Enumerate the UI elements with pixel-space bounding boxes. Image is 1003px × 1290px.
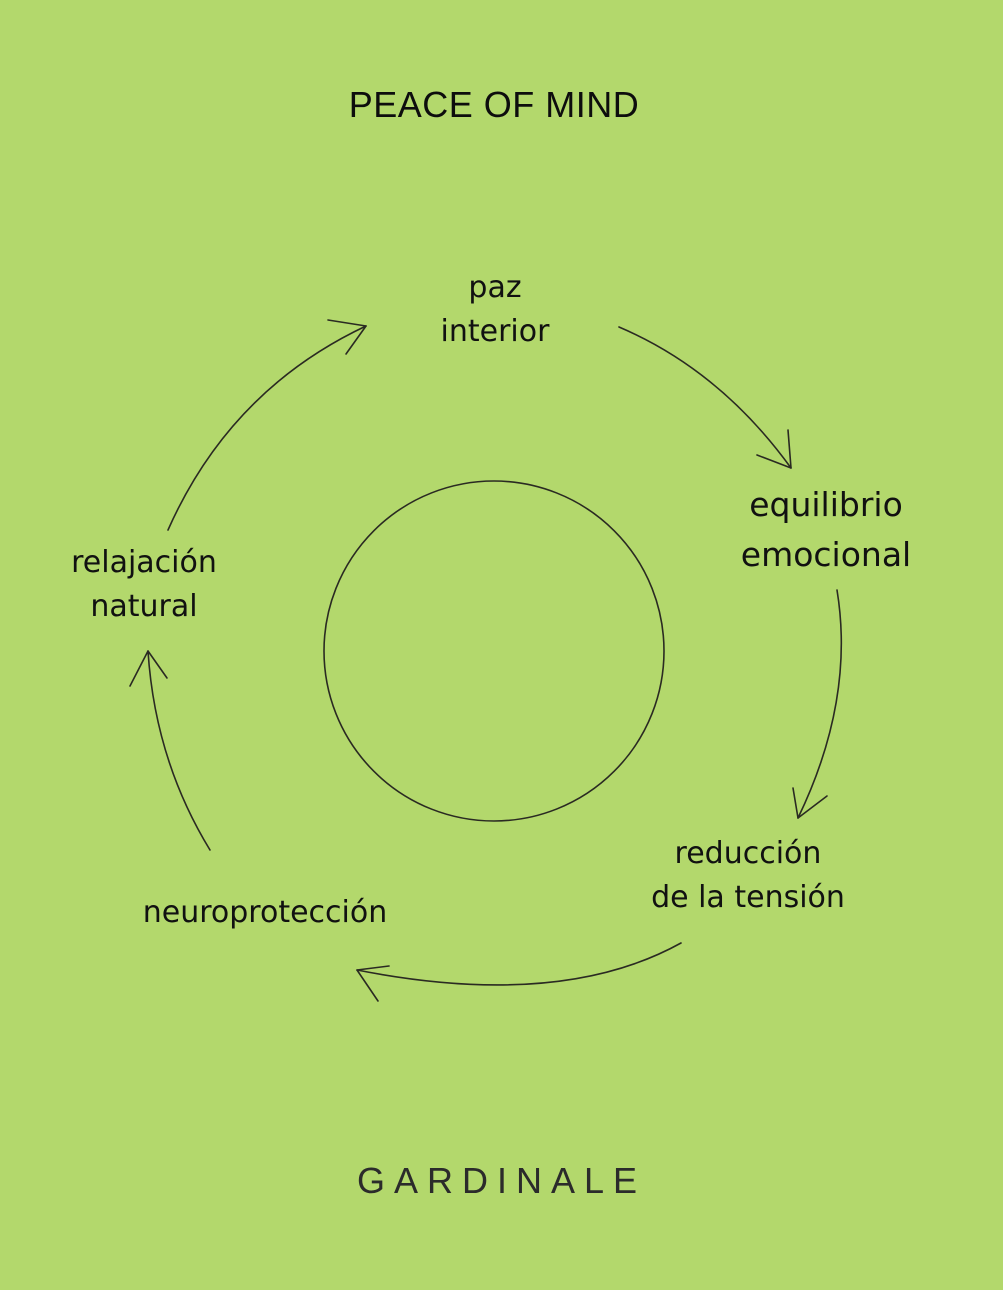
- center-circle: [323, 480, 665, 822]
- node-neuroproteccion: neuroprotección: [120, 891, 410, 935]
- node-paz-line-1: paz: [468, 270, 522, 305]
- node-paz-interior: paz interior: [395, 266, 595, 354]
- arrow-reduccion-to-neuro: [356, 942, 682, 1002]
- node-equilibrio-emocional: equilibrio emocional: [716, 480, 936, 580]
- node-relajacion-line-2: natural: [90, 589, 198, 624]
- arrow-neuro-to-relajacion: [129, 650, 211, 851]
- node-relajacion-line-1: relajación: [71, 545, 217, 580]
- page-title: PEACE OF MIND: [348, 84, 640, 125]
- arrow-equilibrio-to-reduccion: [792, 589, 843, 819]
- node-reduccion-line-2: de la tensión: [651, 880, 845, 915]
- arrow-paz-to-equilibrio: [618, 326, 792, 469]
- node-paz-line-2: interior: [440, 314, 550, 349]
- node-reduccion-line-1: reducción: [674, 836, 822, 871]
- brand-logo: GARDINALE: [356, 1160, 647, 1201]
- node-neuro-line-1: neuroprotección: [142, 895, 388, 930]
- node-reduccion-tension: reducción de la tensión: [628, 832, 868, 920]
- node-equilibrio-line-1: equilibrio: [749, 485, 903, 524]
- node-relajacion-natural: relajación natural: [48, 541, 240, 629]
- arrow-relajacion-to-paz: [167, 319, 367, 531]
- node-equilibrio-line-2: emocional: [740, 535, 912, 574]
